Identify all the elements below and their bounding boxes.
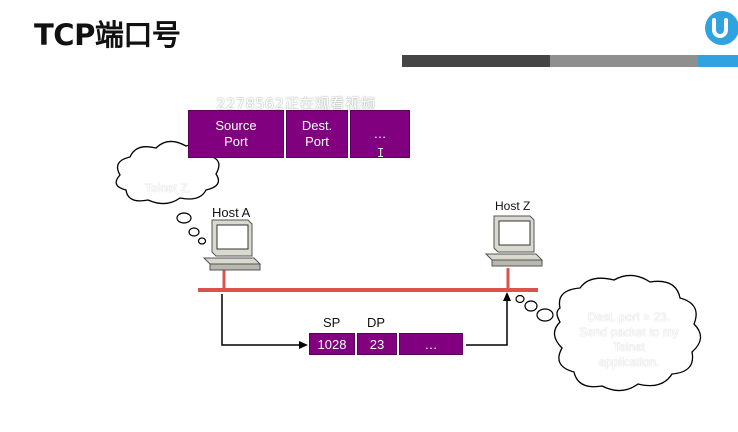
header-bar-mid (550, 55, 698, 67)
computer-icon (484, 215, 544, 267)
packet-dp-value: 23 (357, 333, 397, 355)
header-bar-dark (402, 55, 550, 67)
brand-logo-icon (702, 8, 738, 53)
header-cell-label: Dest. Port (301, 118, 333, 149)
thought-cloud-icon (515, 274, 702, 392)
dp-label: DP (367, 315, 386, 330)
host-z-thought: Dest. port = 23. Send packet to my Telne… (579, 310, 679, 369)
header-more: … (350, 110, 410, 158)
header-cell-label: Source Port (215, 118, 257, 149)
header-dest-port: Dest. Port (286, 110, 348, 158)
packet-sp-value: 1028 (309, 333, 355, 355)
header-cell-label: … (373, 126, 387, 141)
page-title: TCP端口号 (34, 18, 181, 52)
text-cursor-icon: I (377, 146, 385, 160)
header-bar-blue (698, 55, 738, 67)
flow-arrow (221, 294, 300, 346)
host-a-thought: Telnet Z. (144, 181, 192, 195)
host-a-label: Host A (212, 205, 251, 220)
sp-label: SP (323, 315, 341, 330)
viewer-watermark: 2278562正在观看视频 (216, 95, 376, 113)
computer-icon (202, 219, 262, 271)
host-z-label: Host Z (495, 199, 531, 213)
header-source-port: Source Port (188, 110, 284, 158)
packet-more: … (399, 333, 463, 355)
